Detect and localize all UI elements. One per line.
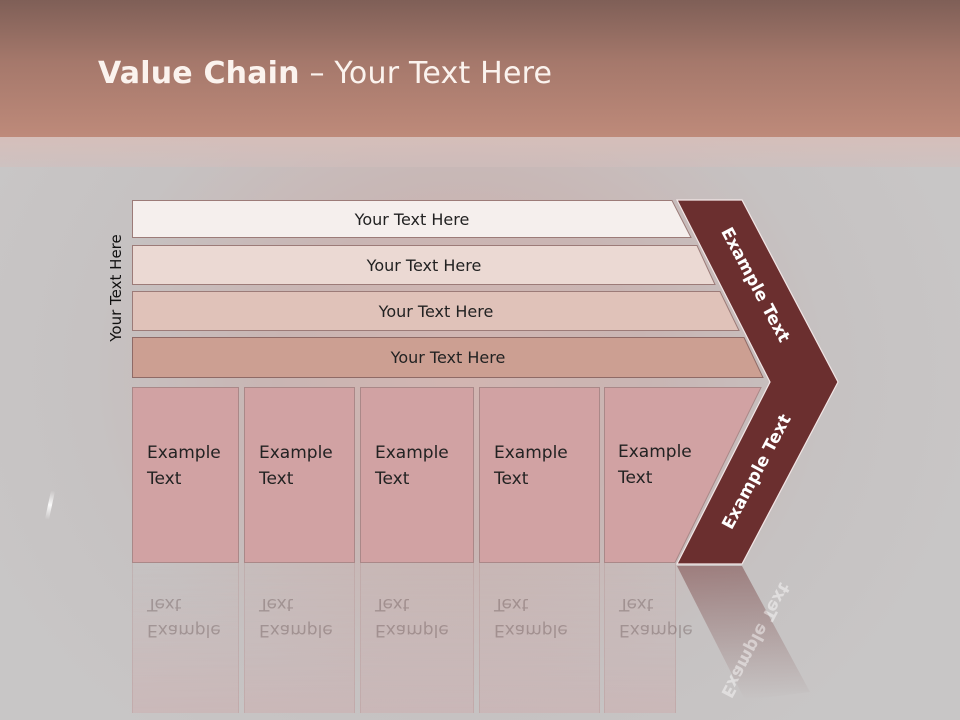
cell-2-line1: Example — [259, 443, 333, 463]
cell-5-line2: Text — [618, 468, 653, 488]
header-band — [0, 137, 960, 167]
cell-2-line2: Text — [259, 469, 294, 489]
cell-3-line1: Example — [375, 443, 449, 463]
row-1: Your Text Here — [132, 200, 692, 238]
row-3: Your Text Here — [132, 291, 740, 331]
row-3-label: Your Text Here — [378, 301, 494, 321]
header-bar — [0, 0, 960, 137]
slide-title: Value Chain – Your Text Here — [98, 56, 553, 91]
chevron-main — [676, 199, 839, 565]
cell-4-line1: Example — [494, 443, 568, 463]
cell-1: Example Text — [132, 387, 239, 563]
cell-4: Example Text — [479, 387, 600, 563]
chevron-reflection — [677, 566, 810, 700]
cell-2: Example Text — [244, 387, 355, 563]
cell-4-line2: Text — [494, 469, 529, 489]
row-1-label: Your Text Here — [354, 209, 470, 229]
cell-5-line1: Example — [618, 442, 692, 462]
row-2-label: Your Text Here — [366, 255, 482, 275]
cell-1-line2: Text — [147, 469, 182, 489]
row-4-label: Your Text Here — [390, 348, 506, 367]
cell-1-line1: Example — [147, 443, 221, 463]
cell-3: Example Text — [360, 387, 474, 563]
row-2: Your Text Here — [132, 245, 716, 285]
cell-3-line2: Text — [375, 469, 410, 489]
row-4: Your Text Here — [132, 337, 764, 378]
cell-5: Example Text — [604, 387, 762, 563]
